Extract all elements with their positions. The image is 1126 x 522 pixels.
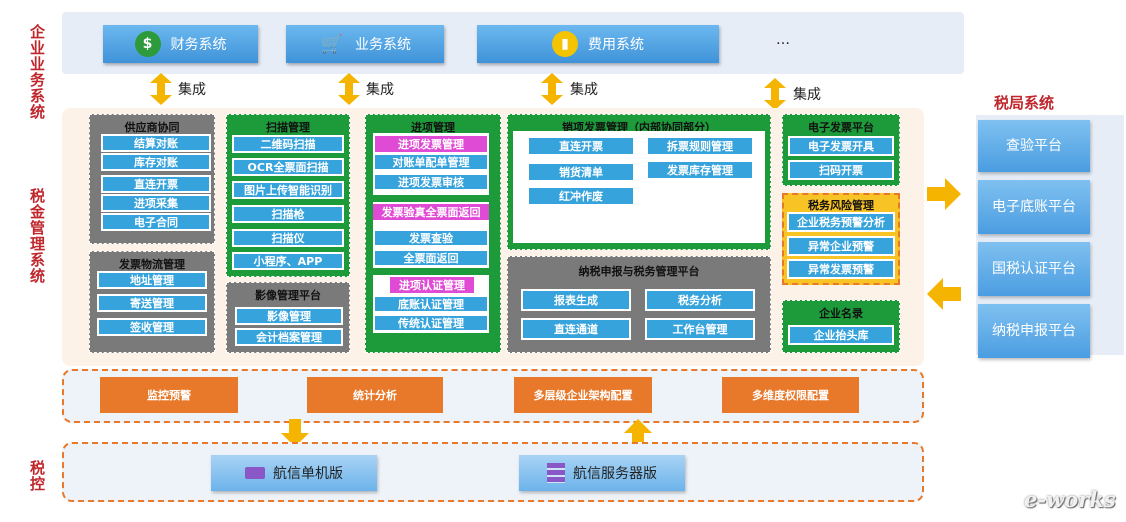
permission-config-button[interactable]: 多维度权限配置 — [722, 377, 859, 413]
server-version-button[interactable]: 航信服务器版 — [519, 455, 685, 491]
business-system-label: 业务系统 — [355, 37, 411, 53]
money-bag-icon: $ — [134, 31, 161, 57]
right-arrow — [927, 178, 961, 210]
risk-title: 税务风险管理 — [808, 199, 874, 212]
logistics-item-1[interactable]: 地址管理 — [97, 271, 207, 289]
output-item-4[interactable]: 发票库存管理 — [646, 160, 754, 180]
scan-title: 扫描管理 — [266, 121, 310, 134]
einvoice-item-1[interactable]: 电子发票开具 — [788, 136, 894, 156]
scan-item-5[interactable]: 扫描仪 — [232, 229, 344, 247]
scan-item-3[interactable]: 图片上传智能识别 — [232, 181, 344, 199]
einvoice-item-2[interactable]: 扫码开票 — [788, 160, 894, 180]
input-group2-item-2[interactable]: 全票面返回 — [373, 249, 489, 267]
directory-title: 企业名录 — [819, 307, 863, 320]
down-arrow — [281, 419, 309, 447]
standalone-version-button[interactable]: 航信单机版 — [211, 455, 377, 491]
input-group1-header[interactable]: 进项发票管理 — [375, 136, 487, 152]
output-item-2[interactable]: 拆票规则管理 — [646, 136, 754, 156]
chart-icon: ▮ — [552, 31, 578, 57]
bureau-item-ledger[interactable]: 电子底账平台 — [978, 180, 1090, 234]
input-group3-item-2[interactable]: 传统认证管理 — [373, 314, 489, 332]
tax-control-band — [62, 442, 924, 502]
supplier-item-1[interactable]: 结算对账 — [101, 134, 211, 152]
input-group2-header[interactable]: 发票验真全票面返回 — [373, 204, 489, 220]
side-label-enterprise: 企业业务系统 — [28, 24, 46, 120]
output-item-5[interactable]: 红冲作废 — [527, 186, 635, 206]
input-group3-item-1[interactable]: 底账认证管理 — [373, 295, 489, 313]
eworks-watermark: e-works — [1024, 487, 1116, 512]
side-label-tax-management: 税金管理系统 — [28, 188, 46, 284]
output-item-1[interactable]: 直连开票 — [527, 136, 635, 156]
supplier-item-4[interactable]: 进项采集 — [101, 194, 211, 212]
finance-system-label: 财务系统 — [170, 37, 227, 53]
integration-arrow-3 — [541, 73, 563, 105]
left-arrow — [927, 278, 961, 310]
risk-item-2[interactable]: 异常企业预警 — [787, 236, 895, 256]
statistics-button[interactable]: 统计分析 — [307, 377, 443, 413]
bureau-item-verify[interactable]: 查验平台 — [978, 120, 1090, 172]
directory-item-1[interactable]: 企业抬头库 — [788, 325, 894, 345]
output-item-3[interactable]: 销货清单 — [527, 162, 635, 182]
logistics-title: 发票物流管理 — [119, 258, 185, 271]
expense-system-label: 费用系统 — [588, 37, 644, 53]
declare-item-4[interactable]: 工作台管理 — [645, 318, 755, 340]
supplier-item-2[interactable]: 库存对账 — [101, 153, 211, 171]
up-arrow — [624, 419, 652, 447]
integration-arrow-1 — [150, 73, 172, 105]
scan-item-6[interactable]: 小程序、APP — [232, 252, 344, 270]
integration-label-3: 集成 — [570, 82, 598, 98]
integration-label-1: 集成 — [178, 82, 206, 98]
integration-arrow-4 — [764, 78, 786, 110]
server-single-icon — [245, 467, 265, 479]
output-title: 销项发票管理（内部协同部分） — [562, 121, 716, 134]
image-title: 影像管理平台 — [255, 289, 321, 302]
risk-item-3[interactable]: 异常发票预警 — [787, 259, 895, 279]
input-title: 进项管理 — [411, 121, 455, 134]
scan-item-1[interactable]: 二维码扫描 — [232, 135, 344, 153]
integration-arrow-2 — [338, 73, 360, 105]
more-systems-ellipsis: … — [776, 32, 790, 48]
declare-item-3[interactable]: 直连通道 — [521, 318, 631, 340]
input-group1-item-2[interactable]: 进项发票审核 — [373, 173, 489, 191]
image-item-1[interactable]: 影像管理 — [235, 307, 343, 325]
bureau-item-certify[interactable]: 国税认证平台 — [978, 242, 1090, 296]
monitor-alert-button[interactable]: 监控预警 — [100, 377, 238, 413]
side-label-tax-control: 税控 — [28, 460, 46, 492]
business-system-button[interactable]: 🛒 业务系统 — [286, 25, 444, 63]
declare-item-2[interactable]: 税务分析 — [645, 289, 755, 311]
cart-icon: 🛒 — [320, 33, 344, 55]
server-stack-icon — [547, 463, 565, 483]
scan-item-4[interactable]: 扫描枪 — [232, 205, 344, 223]
logistics-item-3[interactable]: 签收管理 — [97, 318, 207, 336]
logistics-item-2[interactable]: 寄送管理 — [97, 294, 207, 312]
supplier-title: 供应商协同 — [124, 121, 180, 134]
input-group2-item-1[interactable]: 发票查验 — [373, 229, 489, 247]
integration-label-4: 集成 — [793, 87, 821, 103]
scan-item-2[interactable]: OCR全票面扫描 — [232, 158, 344, 176]
image-item-2[interactable]: 会计档案管理 — [235, 328, 343, 346]
declare-item-1[interactable]: 报表生成 — [521, 289, 631, 311]
risk-item-1[interactable]: 企业税务预警分析 — [787, 212, 895, 232]
integration-label-2: 集成 — [366, 82, 394, 98]
bureau-title: 税局系统 — [994, 94, 1055, 112]
server-version-label: 航信服务器版 — [573, 466, 657, 482]
standalone-version-label: 航信单机版 — [273, 466, 343, 482]
supplier-item-5[interactable]: 电子合同 — [101, 213, 211, 231]
supplier-item-3[interactable]: 直连开票 — [101, 175, 211, 193]
org-config-button[interactable]: 多层级企业架构配置 — [514, 377, 652, 413]
finance-system-button[interactable]: $ 财务系统 — [103, 25, 258, 63]
input-group3-header[interactable]: 进项认证管理 — [390, 277, 474, 293]
input-group1-item-1[interactable]: 对账单配单管理 — [373, 153, 489, 171]
declare-title: 纳税申报与税务管理平台 — [578, 265, 700, 278]
bureau-item-declare[interactable]: 纳税申报平台 — [978, 304, 1090, 358]
expense-system-button[interactable]: ▮ 费用系统 — [477, 25, 719, 63]
einvoice-title: 电子发票平台 — [808, 121, 874, 134]
